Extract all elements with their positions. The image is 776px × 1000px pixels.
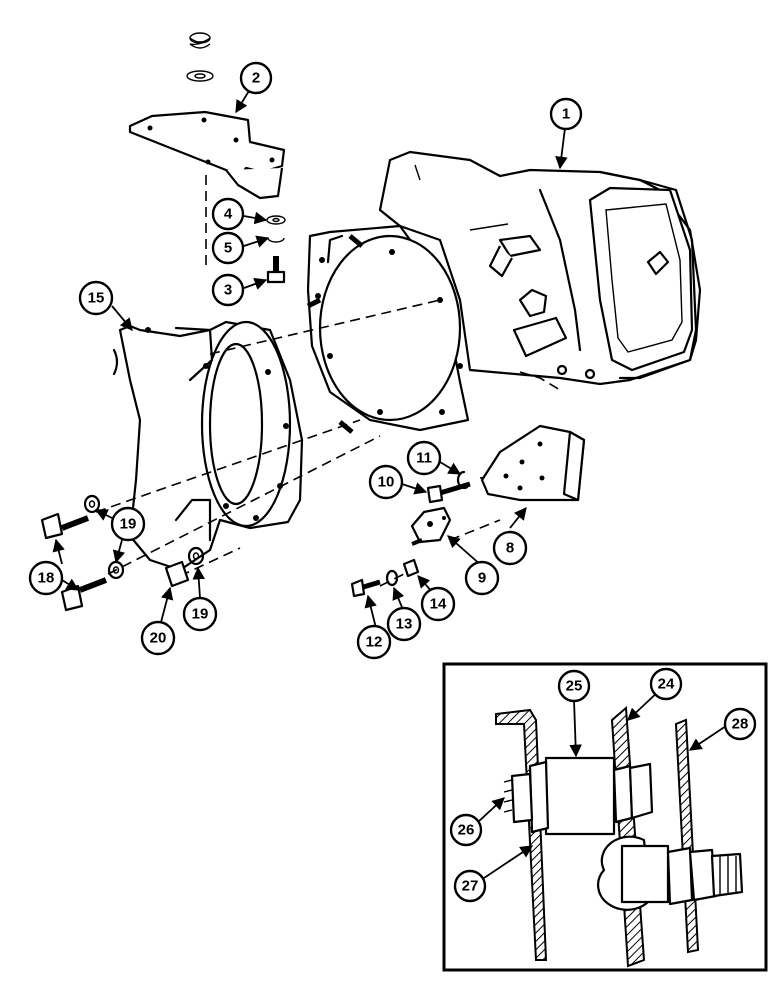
svg-text:11: 11 — [416, 450, 432, 467]
callout-14: 14 — [420, 586, 456, 622]
callout-13: 13 — [386, 606, 422, 642]
mounting-plate-part-8 — [480, 424, 586, 502]
callout-11: 11 — [406, 440, 442, 476]
svg-text:5: 5 — [224, 240, 232, 257]
spacer-25 — [544, 756, 616, 836]
svg-text:1: 1 — [562, 106, 570, 123]
bell-housing-part-1 — [306, 150, 702, 434]
svg-text:26: 26 — [458, 822, 475, 839]
callout-26: 26 — [449, 813, 483, 847]
svg-text:24: 24 — [658, 676, 675, 693]
svg-text:13: 13 — [396, 616, 413, 633]
callout-20: 20 — [140, 620, 176, 656]
callout-4: 4 — [211, 197, 245, 231]
callout-15: 15 — [78, 280, 114, 316]
callout-19-top: 19 — [110, 506, 146, 542]
bracket-part-2 — [128, 110, 286, 200]
svg-text:9: 9 — [478, 570, 486, 587]
svg-text:3: 3 — [224, 282, 232, 299]
callout-10: 10 — [368, 464, 404, 500]
svg-text:20: 20 — [150, 630, 167, 647]
callout-12: 12 — [356, 624, 392, 660]
svg-text:8: 8 — [506, 540, 514, 557]
callout-5: 5 — [211, 231, 245, 265]
bracket-part-9 — [410, 506, 452, 546]
spring-stack — [186, 32, 214, 82]
callout-8: 8 — [492, 530, 528, 566]
svg-text:28: 28 — [732, 716, 749, 733]
svg-text:19: 19 — [192, 606, 209, 623]
svg-text:19: 19 — [120, 516, 137, 533]
callout-27: 27 — [453, 869, 487, 903]
svg-text:27: 27 — [462, 878, 479, 895]
fasteners — [40, 470, 471, 612]
callout-19-bottom: 19 — [182, 596, 218, 632]
axle-housing-part-15 — [112, 320, 304, 572]
callout-3: 3 — [211, 273, 245, 307]
callout-25: 25 — [557, 669, 591, 703]
svg-text:4: 4 — [224, 206, 233, 223]
callout-2: 2 — [239, 61, 273, 95]
svg-text:18: 18 — [38, 570, 55, 587]
svg-text:12: 12 — [366, 634, 383, 651]
svg-text:2: 2 — [252, 70, 260, 87]
svg-text:25: 25 — [566, 678, 583, 695]
svg-text:10: 10 — [378, 474, 395, 491]
hardware-4-5-3 — [266, 215, 286, 284]
svg-text:15: 15 — [88, 290, 105, 307]
callout-24: 24 — [649, 667, 683, 701]
callout-28: 28 — [723, 707, 757, 741]
callout-1: 1 — [549, 97, 583, 131]
svg-text:14: 14 — [430, 596, 447, 613]
callout-18: 18 — [28, 560, 64, 596]
inset-detail — [442, 662, 768, 972]
callout-9: 9 — [464, 560, 500, 596]
